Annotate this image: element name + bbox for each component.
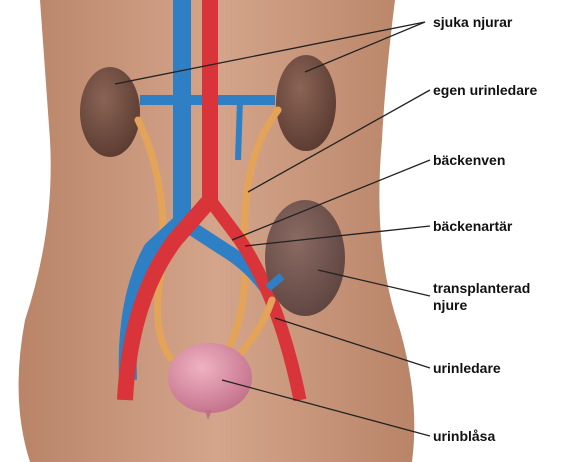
label-iliac-artery: bäckenartär bbox=[433, 218, 512, 235]
bladder bbox=[168, 343, 252, 413]
renal-vein-branch bbox=[238, 100, 240, 160]
label-iliac-vein: bäckenven bbox=[433, 152, 505, 169]
transplanted-kidney bbox=[265, 200, 345, 316]
label-transplanted-kidney: transplanterad njure bbox=[433, 280, 530, 314]
label-ureter: urinledare bbox=[433, 360, 501, 377]
label-own-ureter: egen urinledare bbox=[433, 82, 537, 99]
label-sick-kidneys: sjuka njurar bbox=[433, 14, 512, 31]
right-sick-kidney bbox=[276, 55, 336, 151]
label-bladder: urinblåsa bbox=[433, 428, 495, 445]
